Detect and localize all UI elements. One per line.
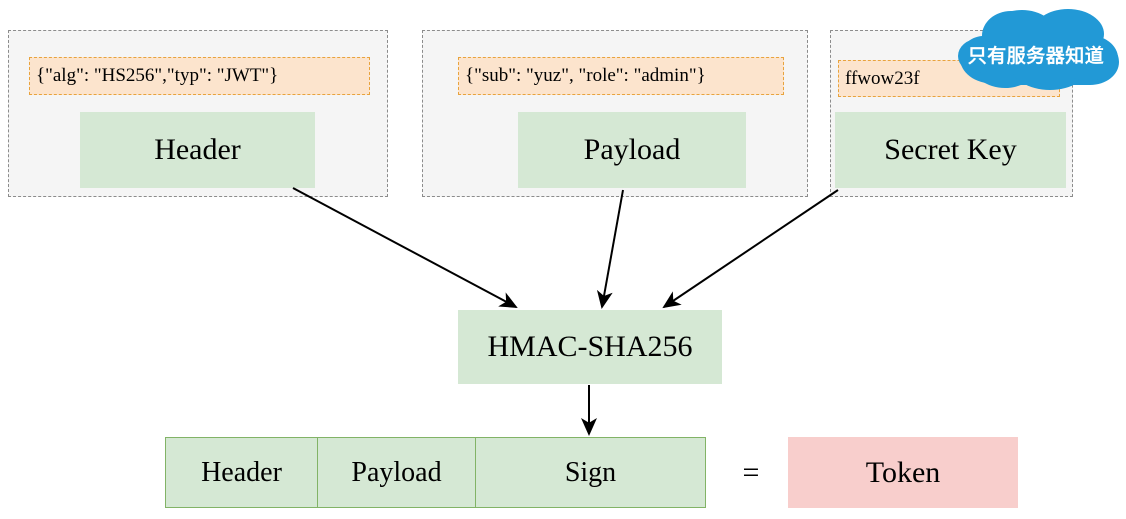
equals-sign: = [728, 437, 774, 508]
token-result-label: Token [865, 455, 941, 489]
token-cell-header-label: Header [201, 456, 282, 488]
secret-key-value-text: ffwow23f [845, 67, 920, 89]
header-json-text: {"alg": "HS256","typ": "JWT"} [36, 65, 279, 86]
secret-key-box: Secret Key [835, 112, 1066, 188]
token-result-box: Token [788, 437, 1018, 508]
header-box-label: Header [154, 133, 241, 166]
arrow-secret-to-hmac [662, 189, 839, 309]
arrow-payload-to-hmac [596, 189, 624, 309]
payload-json-chip: {"sub": "yuz", "role": "admin"} [458, 57, 784, 95]
cloud-icon [958, 9, 1119, 90]
hmac-sha256-box: HMAC-SHA256 [458, 310, 722, 384]
token-cell-payload: Payload [317, 437, 476, 508]
token-cell-payload-label: Payload [351, 456, 442, 488]
hmac-sha256-label: HMAC-SHA256 [487, 330, 693, 363]
header-box: Header [80, 112, 315, 188]
arrow-header-to-hmac [292, 187, 518, 308]
token-cell-header: Header [165, 437, 318, 508]
equals-sign-label: = [742, 455, 760, 489]
payload-json-text: {"sub": "yuz", "role": "admin"} [465, 65, 706, 86]
secret-key-box-label: Secret Key [884, 133, 1017, 166]
header-json-chip: {"alg": "HS256","typ": "JWT"} [29, 57, 370, 95]
token-cell-sign: Sign [475, 437, 706, 508]
payload-box-label: Payload [583, 133, 681, 166]
payload-box: Payload [518, 112, 746, 188]
token-cell-sign-label: Sign [564, 456, 617, 488]
